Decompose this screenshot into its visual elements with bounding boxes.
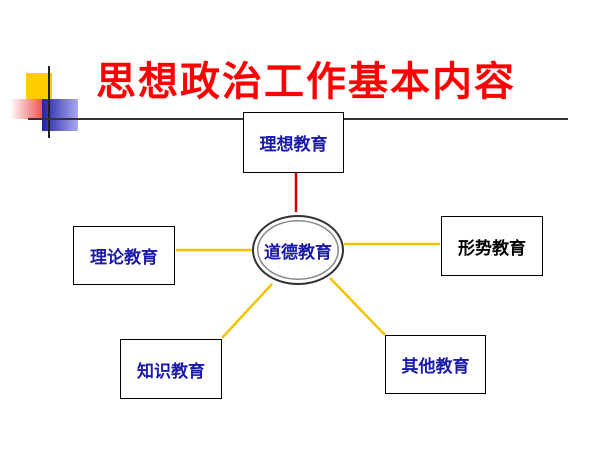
node-center: 道德教育 — [252, 215, 344, 285]
edge-bottom-left — [221, 283, 273, 339]
node-bottom-right: 其他教育 — [385, 335, 486, 394]
edge-bottom-right — [329, 277, 386, 336]
deco-yellow-block — [26, 73, 52, 99]
node-left: 理论教育 — [73, 226, 175, 285]
node-right: 形势教育 — [441, 216, 543, 276]
node-bottom-left: 知识教育 — [120, 339, 222, 399]
node-top: 理想教育 — [243, 112, 344, 173]
deco-red-block — [10, 99, 42, 119]
page-title: 思想政治工作基本内容 — [96, 59, 516, 105]
deco-vertical-line — [48, 66, 50, 138]
